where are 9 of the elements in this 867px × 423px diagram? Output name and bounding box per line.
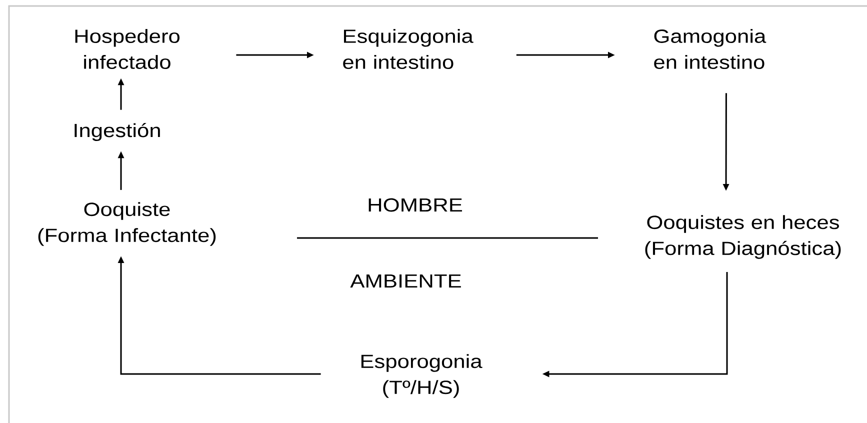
stage-text: Ingestión [74,123,160,141]
stage-text: Ooquistes en heces (Forma Diagnóstica) [645,215,841,259]
stage-text: Ooquiste (Forma Infectante) [38,202,216,246]
stage-text: Esquizogonia en intestino [343,29,474,69]
stage-text: Hospedero infectado [75,29,180,69]
stage-text: Esporogonia (Tº/H/S) [361,354,482,398]
stage-text: Gamogonia en intestino [654,29,766,69]
region-label: HOMBRE [368,198,462,212]
region-label: AMBIENTE [350,274,461,288]
